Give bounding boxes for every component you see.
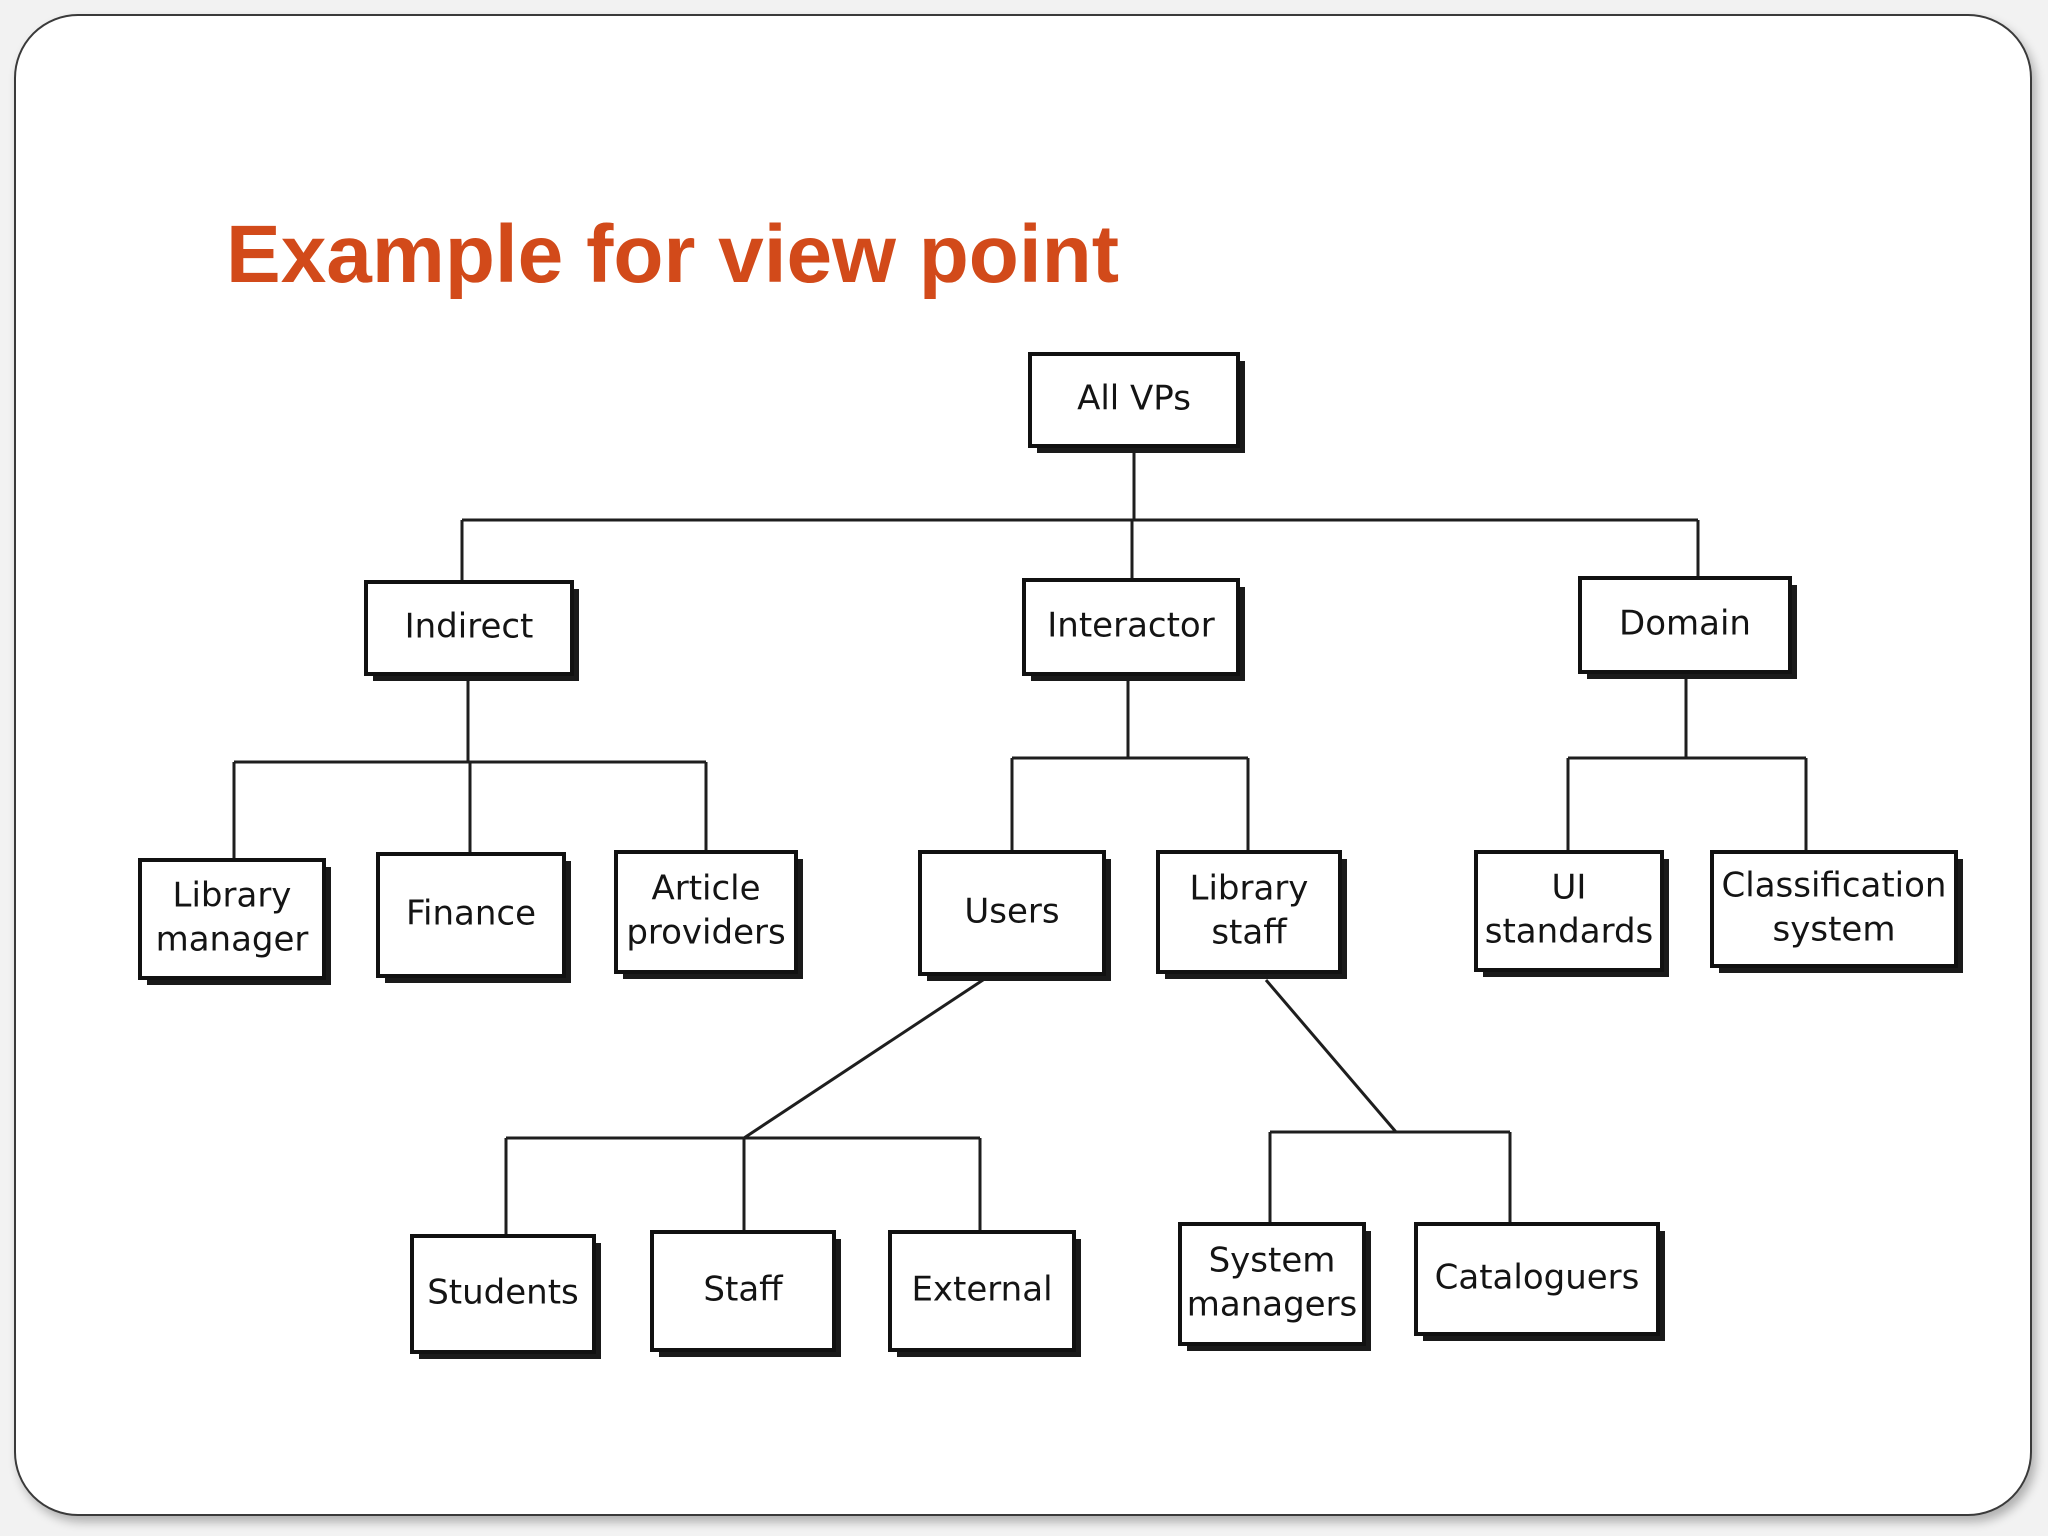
- node-box: [1178, 1222, 1366, 1346]
- node-label: Finance: [406, 894, 536, 934]
- node-label: manager: [156, 920, 309, 960]
- connector-library-staff-diagonal: [1264, 979, 1398, 1133]
- node-box: [1028, 352, 1240, 448]
- node-box: [364, 580, 574, 676]
- node-label: Cataloguers: [1435, 1258, 1640, 1298]
- connector-users-diagonal: [743, 976, 987, 1140]
- node-box: [1710, 850, 1958, 968]
- node-label: Staff: [703, 1270, 784, 1310]
- node-label: standards: [1485, 912, 1654, 952]
- node-box: [410, 1234, 596, 1354]
- node-label: Indirect: [405, 607, 534, 647]
- node-label: Classification: [1722, 866, 1947, 906]
- node-box: [650, 1230, 836, 1352]
- node-box: [1474, 850, 1664, 972]
- node-staff: Staff: [650, 1230, 841, 1357]
- node-label: Library: [173, 876, 292, 916]
- node-label: System: [1209, 1241, 1336, 1281]
- node-box: [1414, 1222, 1660, 1336]
- node-label: External: [911, 1270, 1052, 1310]
- node-box: [918, 850, 1106, 976]
- node-box: [888, 1230, 1076, 1352]
- node-label: system: [1773, 910, 1896, 950]
- node-cataloguers: Cataloguers: [1414, 1222, 1665, 1341]
- node-label: All VPs: [1077, 379, 1191, 419]
- node-label: Students: [427, 1273, 579, 1313]
- node-box: [1156, 850, 1342, 974]
- node-finance: Finance: [376, 852, 571, 983]
- node-domain: Domain: [1578, 576, 1797, 679]
- node-all-vps: All VPs: [1028, 352, 1245, 453]
- node-label: Interactor: [1047, 606, 1214, 646]
- node-indirect: Indirect: [364, 580, 579, 681]
- node-label: staff: [1211, 913, 1288, 953]
- node-label: Domain: [1619, 604, 1751, 644]
- node-box: [1578, 576, 1792, 674]
- node-label: Article: [651, 869, 760, 909]
- node-box: [138, 858, 326, 980]
- node-label: providers: [626, 913, 785, 953]
- node-label: UI: [1552, 868, 1587, 908]
- node-external: External: [888, 1230, 1081, 1357]
- node-label: Library: [1190, 869, 1309, 909]
- node-box: [376, 852, 566, 978]
- node-box: [1022, 578, 1240, 676]
- node-users: Users: [918, 850, 1111, 981]
- diagram-connectors: [232, 450, 1808, 1236]
- node-interactor: Interactor: [1022, 578, 1245, 681]
- node-students: Students: [410, 1234, 601, 1359]
- node-label: Users: [964, 892, 1059, 932]
- node-box: [614, 850, 798, 974]
- node-label: managers: [1187, 1285, 1358, 1325]
- slide-title: Example for view point: [226, 209, 1120, 300]
